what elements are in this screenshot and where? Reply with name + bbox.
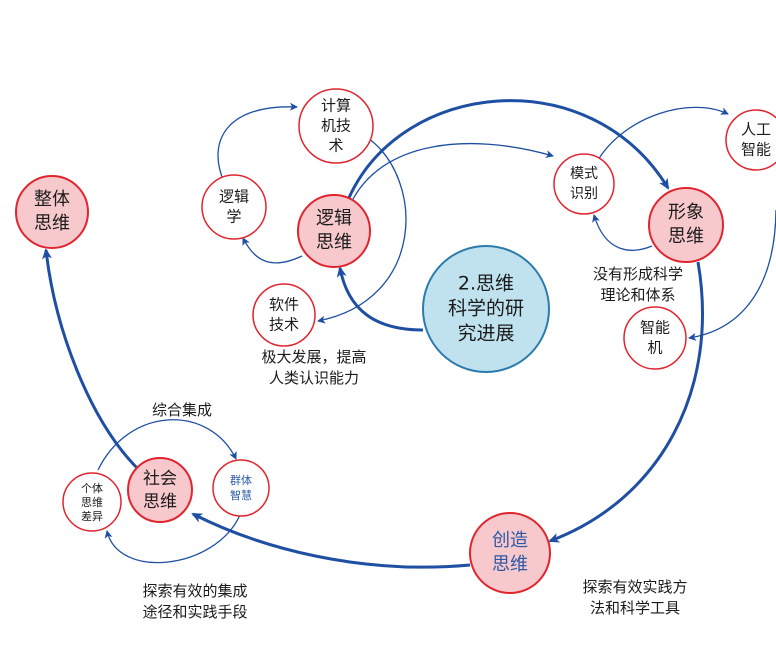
social-to-holistic-arrow: [42, 248, 139, 470]
logic-thinking-node: 逻辑 思维: [297, 194, 371, 268]
individual-node-line-1: 个体: [81, 481, 103, 495]
social-to-group-arrow: [97, 419, 237, 471]
logic-caption-line-2: 人类认识能力: [269, 369, 359, 387]
holistic-thinking-node: 整体 思维: [15, 175, 89, 249]
logic-science-node-line-2: 学: [226, 208, 241, 226]
logic-science-node-line-1: 逻辑: [219, 188, 249, 206]
social-node-line-1: 社会: [143, 469, 177, 489]
individual-node-line-3: 差异: [81, 509, 103, 523]
image-caption-line-2: 理论和体系: [600, 286, 675, 304]
image-to-creative-arrow: [548, 261, 704, 543]
pattern-node-line-2: 识别: [570, 186, 598, 202]
computer-node-line-3: 术: [328, 137, 343, 155]
logic-science-node: 逻辑 学: [201, 174, 267, 240]
creative-thinking-node: 创造 思维: [469, 512, 551, 594]
smart-machine-node-line-2: 机: [647, 339, 662, 357]
image-node-line-1: 形象: [668, 202, 704, 223]
holistic-node-line-2: 思维: [34, 213, 70, 234]
image-caption-line-1: 没有形成科学: [593, 265, 683, 283]
center-node-line-1: 2.思维: [458, 273, 514, 295]
logic-to-logic-sci-arrow: [242, 237, 303, 264]
holistic-node-line-1: 整体: [34, 189, 70, 210]
social-node-line-2: 思维: [143, 492, 177, 512]
image-to-pattern-arrow: [592, 214, 653, 251]
center-node-line-3: 究进展: [457, 323, 514, 345]
logic-node-line-2: 思维: [316, 232, 352, 253]
center-node-line-2: 科学的研: [448, 298, 524, 320]
group-to-individual-arrow: [104, 514, 241, 564]
logic-to-image-arrow: [346, 99, 670, 201]
individual-node-line-2: 思维: [81, 496, 103, 509]
image-thinking-node: 形象 思维: [648, 187, 724, 263]
image-node-line-2: 思维: [668, 226, 704, 247]
group-wisdom-node: 群体 智慧: [212, 459, 270, 517]
ai-to-smart-machine-arrow: [688, 209, 776, 341]
software-node-line-2: 技术: [269, 316, 299, 334]
center-node: 2.思维 科学的研 究进展: [422, 245, 550, 373]
pattern-to-ai-arrow: [597, 106, 729, 161]
group-node-line-1: 群体: [230, 473, 252, 487]
social-bottom-caption-line-1: 探索有效的集成: [142, 582, 247, 600]
creative-to-social-arrow: [191, 512, 471, 569]
smart-machine-node-line-1: 智能: [640, 319, 670, 337]
center-to-logic-arrow: [336, 266, 424, 332]
logic-to-pattern-arrow: [349, 142, 554, 206]
computer-to-software-arrow: [317, 137, 407, 324]
computer-node-line-1: 计算: [321, 97, 351, 115]
smart-machine-node: 智能 机: [623, 306, 687, 370]
logic-caption-line-1: 极大发展，提高: [261, 348, 366, 366]
computer-tech-node: 计算 机技 术: [298, 88, 374, 164]
software-node-line-1: 软件: [269, 296, 299, 314]
individual-difference-node: 个体 思维 差异: [62, 472, 122, 532]
pattern-recognition-node: 模式 识别: [553, 153, 615, 215]
social-top-caption: 综合集成: [152, 401, 212, 419]
creative-node-line-2: 思维: [492, 554, 528, 575]
logic-node-line-1: 逻辑: [316, 208, 352, 229]
computer-node-line-2: 机技: [321, 117, 351, 135]
ai-node-line-2: 智能: [741, 141, 771, 159]
creative-caption-line-2: 法和科学工具: [590, 599, 680, 617]
creative-caption-line-1: 探索有效实践方: [582, 578, 687, 596]
software-tech-node: 软件 技术: [252, 283, 316, 347]
pattern-node-line-1: 模式: [570, 166, 598, 182]
social-thinking-node: 社会 思维: [127, 457, 193, 523]
logic-to-computer-arrow: [217, 102, 298, 183]
group-node-line-2: 智慧: [230, 488, 252, 502]
ai-node-line-1: 人工: [741, 121, 771, 139]
creative-node-line-1: 创造: [492, 530, 528, 551]
social-bottom-caption-line-2: 途径和实践手段: [142, 603, 247, 621]
artificial-intelligence-node: 人工 智能: [725, 109, 776, 171]
